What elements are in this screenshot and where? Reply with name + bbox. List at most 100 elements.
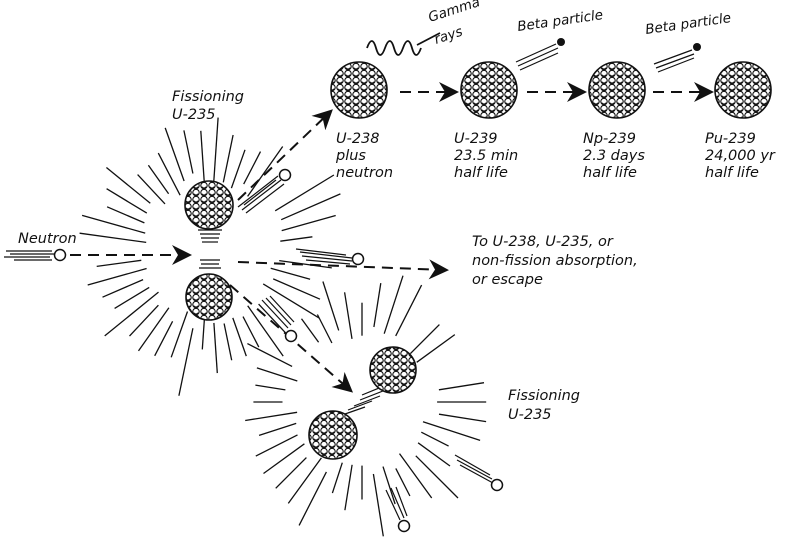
burst-ray xyxy=(322,281,340,331)
burst-ray xyxy=(373,282,382,328)
beta-particle-label: Beta particle xyxy=(644,10,732,38)
burst-ray xyxy=(274,174,335,212)
burst-ray xyxy=(102,279,144,298)
neutron-particle xyxy=(397,519,411,533)
np239-label: Np-239 xyxy=(583,131,636,147)
beta-particle xyxy=(557,38,565,46)
pu239-nucleus xyxy=(714,61,772,119)
burst-ray xyxy=(287,457,322,504)
neutron-speed-lines xyxy=(237,175,285,214)
burst-ray xyxy=(201,315,206,350)
burst-ray xyxy=(263,443,305,475)
burst-ray xyxy=(255,434,298,457)
neutron-speed-lines xyxy=(653,49,695,73)
burst-ray xyxy=(243,151,262,185)
burst-ray xyxy=(331,462,343,494)
burst-ray xyxy=(298,471,327,526)
u235-fragment-nucleus xyxy=(185,273,233,321)
burst-ray xyxy=(383,275,404,334)
neutron-speed-lines xyxy=(4,250,54,261)
burst-ray xyxy=(438,382,485,391)
gamma-ray-wave xyxy=(366,40,422,56)
burst-ray xyxy=(280,193,341,221)
burst-ray xyxy=(164,127,185,182)
burst-ray xyxy=(81,214,146,234)
gamma-rays-label: rays xyxy=(432,24,464,48)
path-to-u238 xyxy=(237,109,333,201)
escape-options-label: or escape xyxy=(472,272,543,288)
burst-ray xyxy=(157,152,181,196)
neutron-particle xyxy=(53,248,67,262)
burst-ray xyxy=(232,317,247,357)
burst-ray xyxy=(200,130,205,182)
burst-ray xyxy=(247,305,284,357)
neutron-particle xyxy=(490,478,504,492)
u238-label: plus xyxy=(335,148,366,164)
neutron-particle xyxy=(351,252,365,266)
u238-nucleus xyxy=(330,61,388,119)
burst-ray xyxy=(106,206,145,224)
burst-ray xyxy=(178,328,194,396)
burst-ray xyxy=(416,334,456,363)
burst-ray xyxy=(242,316,260,348)
u238-label: neutron xyxy=(336,165,393,181)
neutron-particle xyxy=(284,329,298,343)
burst-ray xyxy=(183,130,194,174)
burst-ray xyxy=(256,367,298,382)
burst-ray xyxy=(382,466,396,505)
burst-ray xyxy=(223,323,233,361)
burst-ray xyxy=(213,322,218,374)
burst-ray xyxy=(409,324,440,355)
u239-label: 23.5 min xyxy=(454,148,518,164)
burst-ray xyxy=(343,292,353,340)
u239-label: half life xyxy=(454,165,508,181)
burst-ray xyxy=(230,149,246,189)
fissioning-top-label: U-235 xyxy=(172,107,216,123)
burst-ray xyxy=(147,164,170,195)
burst-ray xyxy=(87,267,147,286)
burst-ray xyxy=(272,278,321,300)
burst-ray xyxy=(422,421,481,442)
u235-fragment-nucleus xyxy=(308,410,358,460)
u239-label: U-239 xyxy=(454,131,498,147)
burst-ray xyxy=(438,413,487,423)
fissioning-bottom-label: U-235 xyxy=(508,407,552,423)
neutron-speed-lines xyxy=(515,43,559,71)
burst-ray xyxy=(279,259,332,269)
escape-options-label: To U-238, U-235, or xyxy=(472,234,614,250)
neutron-speed-lines xyxy=(261,295,295,329)
escape-options-label: non-fission absorption, xyxy=(472,253,638,269)
u238-label: U-238 xyxy=(336,131,380,147)
np239-nucleus xyxy=(588,61,646,119)
burst-ray xyxy=(96,259,142,268)
burst-ray xyxy=(258,422,297,437)
burst-ray xyxy=(300,318,320,343)
np239-label: half life xyxy=(583,165,637,181)
fission-burst-rays-bottom xyxy=(245,275,487,537)
pu239-label: half life xyxy=(705,165,759,181)
neutron-label: Neutron xyxy=(18,231,77,247)
burst-ray xyxy=(275,457,307,489)
burst-ray xyxy=(104,291,159,337)
fissioning-bottom-label: Fissioning xyxy=(508,388,580,404)
burst-ray xyxy=(105,166,151,204)
burst-ray xyxy=(106,188,148,214)
u235-fragment-nucleus xyxy=(369,346,417,394)
burst-ray xyxy=(421,431,449,447)
burst-ray xyxy=(262,283,320,319)
burst-ray xyxy=(316,314,333,344)
pu239-label: 24,000 yr xyxy=(705,148,776,164)
fission-split-lines xyxy=(198,229,222,269)
burst-ray xyxy=(415,455,459,499)
gamma-ray-leader xyxy=(416,32,441,46)
burst-ray xyxy=(398,453,433,499)
beta-particle-label: Beta particle xyxy=(516,7,604,35)
path-escape xyxy=(237,259,449,280)
burst-ray xyxy=(137,307,170,352)
burst-ray xyxy=(281,214,336,232)
burst-ray xyxy=(395,284,423,337)
burst-ray xyxy=(344,464,353,511)
fission-split-lines xyxy=(344,385,385,415)
pu239-label: Pu-239 xyxy=(705,131,756,147)
